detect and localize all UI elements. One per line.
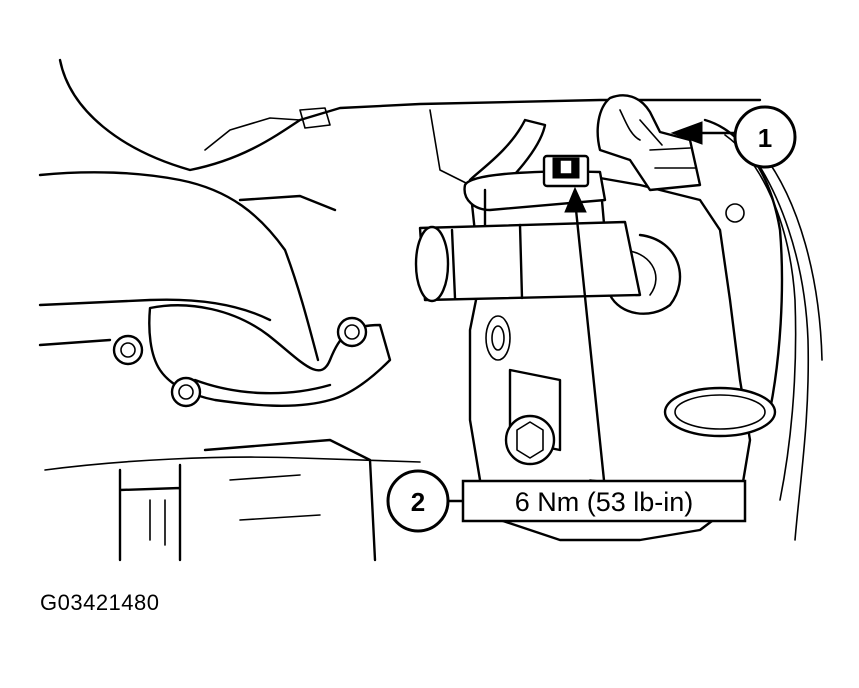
callout-1-label: 1 — [758, 123, 772, 153]
engine-background-lines — [38, 58, 823, 541]
callout-2-label: 2 — [411, 487, 425, 517]
figure-id: G03421480 — [40, 590, 160, 615]
lower-engine-block — [118, 438, 377, 562]
callout-2: 2 — [386, 469, 450, 533]
torque-spec-label: 6 Nm (53 lb-in) — [515, 487, 694, 517]
intake-manifold — [112, 304, 392, 408]
leader-lines — [443, 121, 742, 503]
torque-spec-box: 6 Nm (53 lb-in) — [461, 479, 747, 523]
coolant-temperature-sensor — [596, 94, 702, 192]
housing-bolt — [542, 154, 590, 188]
callout-1: 1 — [733, 105, 797, 169]
coolant-outlet-pipe — [414, 220, 642, 303]
